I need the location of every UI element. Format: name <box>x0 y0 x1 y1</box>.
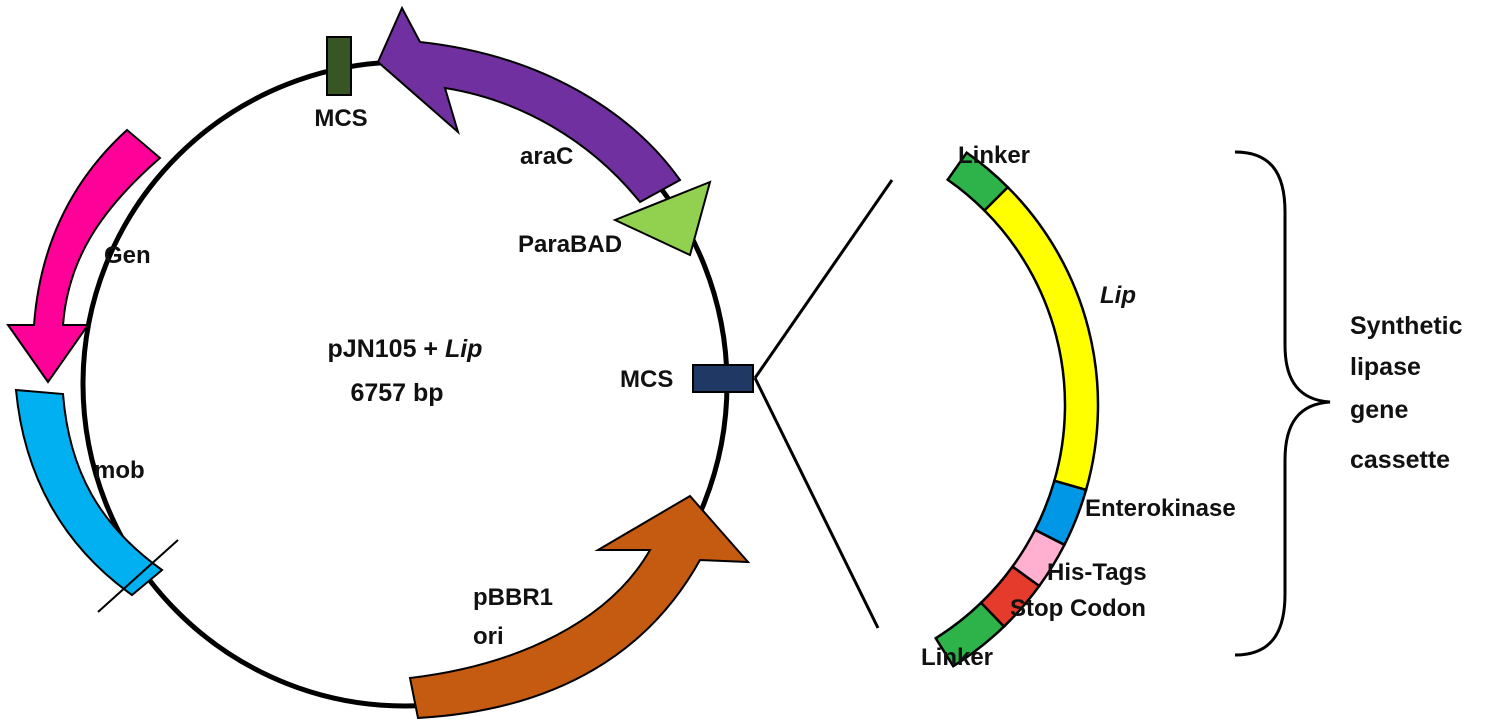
mcs-top-block <box>326 36 352 96</box>
pbbr1-ori-arrow <box>408 494 751 720</box>
mob-label: mob <box>94 457 145 484</box>
zoom-line-top <box>753 179 894 379</box>
linker-bottom-segment <box>934 601 1006 668</box>
lip-label: Lip <box>1100 282 1136 309</box>
pbbr1-label-line1: pBBR1 <box>473 584 553 611</box>
his-tags-label: His-Tags <box>1047 559 1147 586</box>
linker-bottom-label: Linker <box>921 644 993 671</box>
cassette-title-line3: gene <box>1350 396 1408 424</box>
arac-gene-arrow <box>376 5 682 204</box>
arac-label: araC <box>520 143 573 170</box>
pbbr1-label-line2: ori <box>473 623 504 650</box>
cassette-title-line1: Synthetic <box>1350 312 1463 340</box>
parabad-promoter-arrow <box>612 180 712 257</box>
cassette-brace <box>1234 150 1331 657</box>
cassette-title-line4: cassette <box>1350 446 1450 474</box>
mob-end-tick <box>97 539 179 613</box>
plasmid-size-label: 6757 bp <box>350 379 443 407</box>
gene-cassette-arc <box>934 150 1100 668</box>
mob-gene-arrow <box>14 388 164 597</box>
plasmid-name-italic: Lip <box>445 335 483 363</box>
parabad-label: ParaBAD <box>518 231 622 258</box>
stop-codon-label: Stop Codon <box>1010 595 1146 622</box>
mcs-right-label: MCS <box>620 366 673 393</box>
gen-label: Gen <box>104 242 151 269</box>
mcs-right-block <box>692 364 754 393</box>
enterokinase-label: Enterokinase <box>1085 495 1236 522</box>
lip-segment <box>982 185 1100 492</box>
mcs-top-label: MCS <box>314 105 367 132</box>
cassette-title-line2: lipase <box>1350 353 1421 381</box>
plasmid-name-text: pJN105 + <box>328 335 445 363</box>
gen-gene-arrow <box>6 128 162 384</box>
zoom-line-bottom <box>753 377 880 629</box>
linker-top-label: Linker <box>958 142 1030 169</box>
plasmid-name-label: pJN105 + Lip <box>328 335 483 363</box>
